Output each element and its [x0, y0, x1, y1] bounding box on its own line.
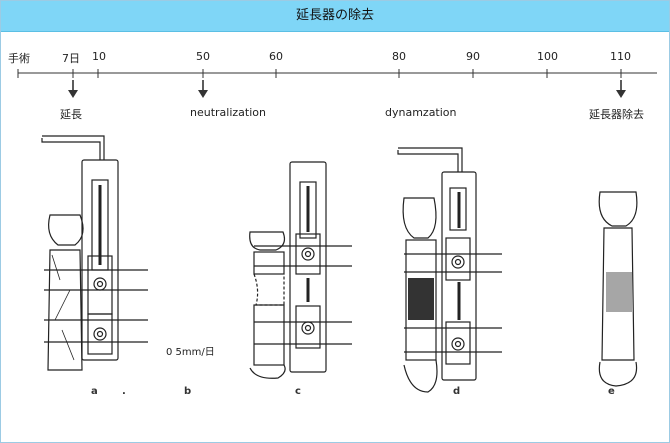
- timeline-tick-label: 110: [610, 50, 631, 63]
- timeline-tick-label: 50: [196, 50, 210, 63]
- arrow-down-icon: [198, 80, 208, 98]
- panel-a-illustration: [41, 135, 148, 371]
- timeline-tick-label: 60: [269, 50, 283, 63]
- panel-c-illustration: [249, 161, 352, 379]
- page-title: 延長器の除去: [295, 8, 374, 23]
- panel-caption-b: b: [184, 386, 192, 397]
- panel-caption-c: c: [295, 386, 301, 397]
- timeline-tick-label: 100: [537, 50, 558, 63]
- timeline-ticks: [17, 69, 622, 78]
- event-label-lengthening: 延長: [60, 108, 82, 121]
- timeline-tick-label: 80: [392, 50, 406, 63]
- timeline-tick-label: 7日: [62, 52, 80, 65]
- timeline-start-label: 手術: [8, 52, 30, 65]
- event-label-removal: 延長器除去: [589, 108, 644, 121]
- panel-e-illustration: [598, 191, 638, 387]
- event-label-neutralization: neutralization: [190, 106, 266, 119]
- title-bar: 延長器の除去: [1, 1, 669, 32]
- rate-label: 0 5mm/日: [166, 347, 215, 358]
- timeline-tick-label: 10: [92, 50, 106, 63]
- panel-d-illustration: [397, 147, 502, 393]
- panel-caption-d: d: [453, 386, 461, 397]
- panel-caption-dot: .: [122, 386, 126, 397]
- timeline-tick-label: 90: [466, 50, 480, 63]
- panel-caption-a: a: [91, 386, 98, 397]
- arrow-down-icon: [68, 80, 78, 98]
- event-label-dynamization: dynamzation: [385, 106, 457, 119]
- panel-caption-e: e: [608, 386, 615, 397]
- arrow-down-icon: [616, 80, 626, 98]
